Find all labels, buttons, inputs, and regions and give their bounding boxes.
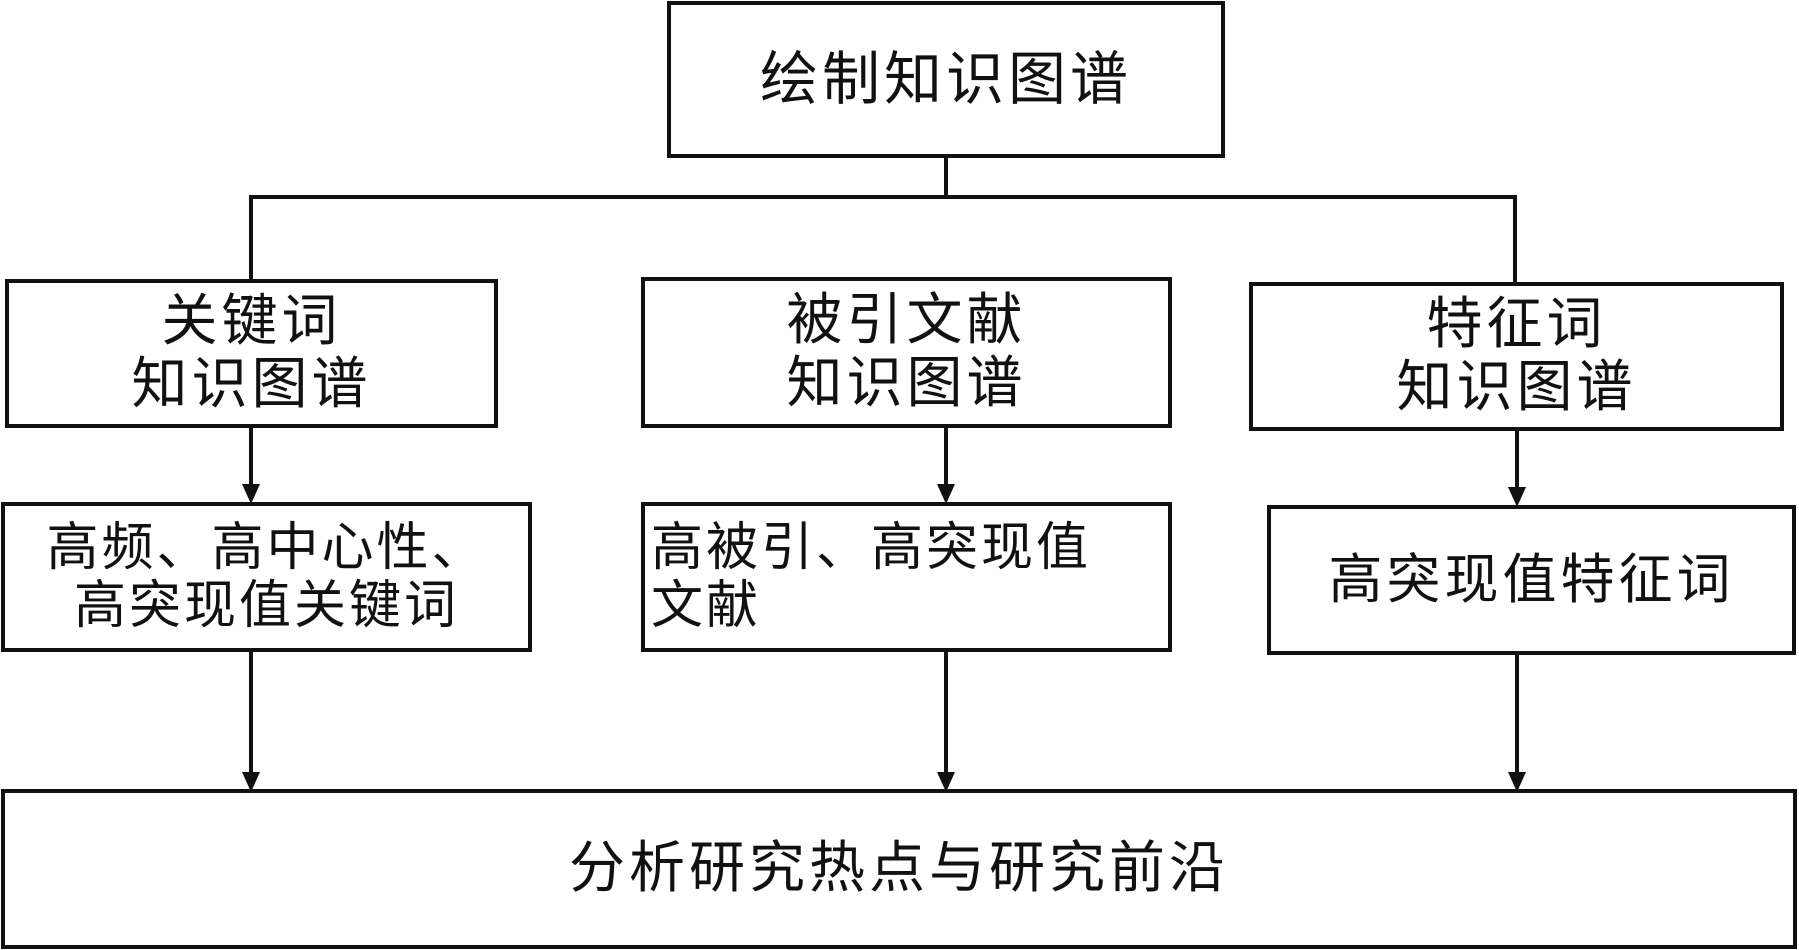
node-draw-knowledge-maps-label: 绘制知识图谱 (671, 5, 1221, 154)
arrow-keywords-results-to-analysis (242, 649, 260, 792)
node-label-line: 知识图谱 (1396, 354, 1637, 420)
node-feature-word-knowledge-map: 特征词 知识图谱 (1249, 282, 1784, 431)
node-analysis-hotspots-frontiers-label: 分析研究热点与研究前沿 (5, 793, 1793, 945)
node-keyword-results-label: 高频、高中心性、 高突现值关键词 (5, 506, 528, 648)
node-label-line: 被引文献 (786, 287, 1027, 353)
node-label-line: 高突现值关键词 (73, 576, 459, 636)
node-cited-references-results-label: 高被引、高突现值 文献 (645, 506, 1168, 648)
node-label-line: 特征词 (1426, 291, 1607, 357)
node-feature-word-knowledge-map-label: 特征词 知识图谱 (1253, 286, 1780, 427)
arrow-keywords-map-to-results (242, 425, 260, 504)
node-draw-knowledge-maps: 绘制知识图谱 (667, 1, 1225, 158)
node-label-line: 文献 (651, 576, 762, 636)
node-feature-word-results-label: 高突现值特征词 (1271, 509, 1792, 651)
node-label-line: 分析研究热点与研究前沿 (569, 835, 1229, 901)
arrow-feature-results-to-analysis (1508, 652, 1526, 792)
node-label-line: 关键词 (161, 288, 342, 354)
arrow-feature-map-to-results (1508, 428, 1526, 507)
node-label-line: 知识图谱 (786, 350, 1027, 416)
node-label-line: 高突现值特征词 (1328, 547, 1735, 611)
node-label-line: 高被引、高突现值 (651, 517, 1092, 578)
node-label-line: 高频、高中心性、 (46, 517, 487, 578)
node-keyword-knowledge-map-label: 关键词 知识图谱 (9, 283, 494, 424)
node-keyword-knowledge-map: 关键词 知识图谱 (5, 279, 498, 428)
node-label-line: 绘制知识图谱 (759, 45, 1132, 114)
arrow-cited-results-to-analysis (937, 649, 955, 792)
node-cited-references-knowledge-map-label: 被引文献 知识图谱 (645, 281, 1168, 424)
arrow-cited-map-to-results (937, 425, 955, 504)
node-analysis-hotspots-frontiers: 分析研究热点与研究前沿 (1, 789, 1797, 949)
node-feature-word-results: 高突现值特征词 (1267, 505, 1796, 655)
node-keyword-results: 高频、高中心性、 高突现值关键词 (1, 502, 532, 652)
node-cited-references-knowledge-map: 被引文献 知识图谱 (641, 277, 1172, 428)
node-label-line: 知识图谱 (131, 351, 372, 417)
node-cited-references-results: 高被引、高突现值 文献 (641, 502, 1172, 652)
